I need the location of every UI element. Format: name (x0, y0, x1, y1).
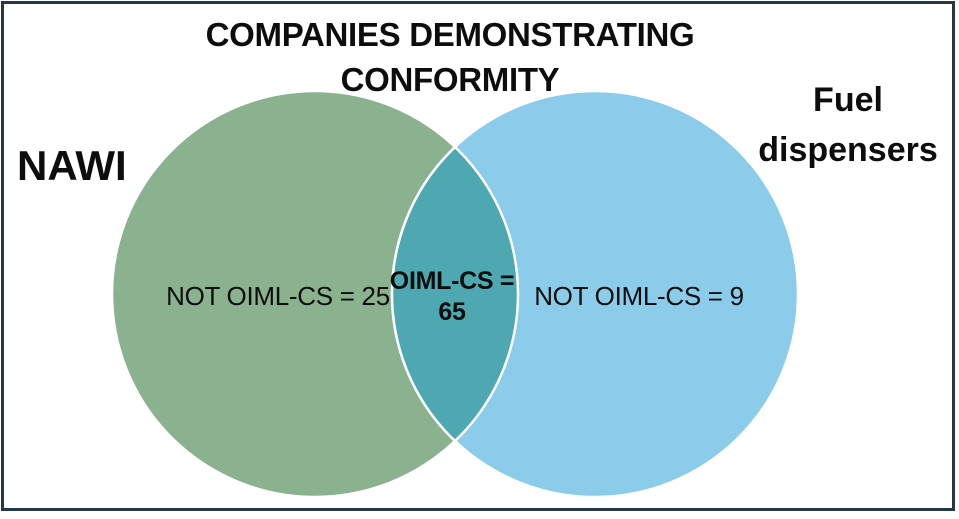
intersection-arc (392, 91, 520, 497)
nawi-only-count-label: NOT OIML-CS = 25 (166, 281, 390, 311)
page-title: COMPANIES DEMONSTRATING CONFORMITY (205, 16, 695, 98)
fuel-only-count-label: NOT OIML-CS = 9 (534, 281, 744, 311)
fuel-dispensers-set-label: Fuel dispensers (758, 81, 938, 169)
nawi-set-label: NAWI (17, 142, 127, 189)
intersection-count-label: OIML-CS = 65 (389, 267, 515, 326)
